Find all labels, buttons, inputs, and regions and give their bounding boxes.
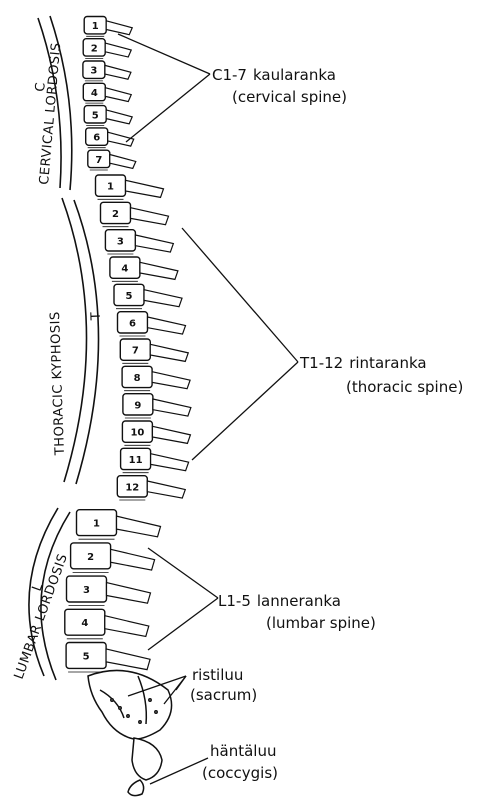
cervical-spinous-process-2 — [105, 43, 131, 57]
thoracic-spinous-process-4 — [140, 262, 178, 279]
thoracic-vertebra-2: 2 — [101, 202, 169, 226]
cervical-vertebra-2: 2 — [83, 39, 131, 59]
thoracic-vertebra-number-8: 8 — [134, 373, 141, 384]
thoracic-spinous-process-5 — [144, 290, 182, 307]
lumbar-range: L1-5 — [218, 592, 251, 610]
lumbar-spinous-process-5 — [106, 649, 150, 670]
cervical-vertebra-number-4: 4 — [91, 88, 98, 99]
thoracic-vertebra-1: 1 — [96, 175, 164, 199]
coccyx-bone — [128, 738, 162, 796]
cervical-spinous-process-7 — [110, 155, 136, 169]
thoracic-vertebra-number-4: 4 — [121, 264, 128, 275]
thoracic-vertebra-6: 6 — [118, 312, 186, 336]
thoracic-vertebra-number-7: 7 — [132, 346, 139, 357]
thoracic-spinous-process-8 — [152, 372, 190, 389]
thoracic-range-label: T1-12 rintaranka — [299, 354, 427, 372]
thoracic-letter: T — [89, 311, 104, 321]
thoracic-spinous-process-11 — [151, 454, 189, 471]
cervical-vertebra-5: 5 — [84, 106, 132, 126]
thoracic-latin: (thoracic spine) — [346, 378, 463, 396]
thoracic-name: rintaranka — [349, 354, 426, 372]
cervical-vertebra-6: 6 — [86, 128, 134, 148]
cervical-letter: C — [33, 81, 49, 92]
lumbar-latin: (lumbar spine) — [266, 614, 376, 632]
lumbar-spinous-process-3 — [107, 583, 151, 604]
lumbar-vertebra-2: 2 — [71, 543, 155, 573]
lumbar-vertebra-4: 4 — [65, 609, 149, 639]
coccyx-latin: (coccygis) — [202, 764, 278, 782]
thoracic-spinous-process-2 — [131, 208, 169, 225]
thoracic-vertebra-8: 8 — [122, 366, 190, 390]
cervical-vertebra-number-6: 6 — [93, 133, 100, 144]
thoracic-vertebra-4: 4 — [110, 257, 178, 281]
thoracic-spinous-process-6 — [148, 317, 186, 334]
thoracic-spinous-process-10 — [152, 426, 190, 443]
lumbar-vertebra-3: 3 — [67, 576, 151, 606]
lumbar-vertebra-number-4: 4 — [81, 618, 88, 629]
cervical-spinous-process-4 — [105, 88, 131, 102]
lumbar-spinous-process-4 — [105, 616, 149, 637]
lumbar-spinous-process-1 — [117, 516, 161, 537]
cervical-name: kaularanka — [253, 66, 336, 84]
lumbar-spinous-process-2 — [111, 549, 155, 570]
lumbar-vertebra-number-2: 2 — [87, 552, 94, 563]
cervical-vertebra-number-1: 1 — [92, 21, 99, 32]
thoracic-vertebra-7: 7 — [120, 339, 188, 363]
thoracic-vertebra-12: 12 — [117, 476, 185, 500]
lumbar-lordosis-label: LUMBAR LORDOSIS — [12, 552, 71, 682]
thoracic-spinous-process-3 — [135, 235, 173, 252]
thoracic-vertebra-number-5: 5 — [126, 291, 133, 302]
thoracic-vertebra-number-9: 9 — [134, 400, 141, 411]
cervical-latin: (cervical spine) — [232, 88, 347, 106]
cervical-vertebra-number-7: 7 — [95, 155, 102, 166]
lumbar-letter: L — [30, 581, 47, 594]
lumbar-vertebra-number-3: 3 — [83, 585, 90, 596]
cervical-vertebra-number-3: 3 — [90, 66, 97, 77]
lumbar-vertebra-number-1: 1 — [93, 519, 100, 530]
cervical-vertebra-1: 1 — [84, 17, 132, 37]
thoracic-vertebra-number-6: 6 — [129, 318, 136, 329]
thoracic-vertebra-number-1: 1 — [107, 182, 114, 193]
thoracic-vertebra-number-12: 12 — [125, 482, 139, 493]
sacrum-latin: (sacrum) — [190, 686, 257, 704]
thoracic-range: T1-12 — [299, 354, 343, 372]
cervical-vertebra-number-5: 5 — [92, 110, 99, 121]
lumbar-name: lanneranka — [257, 592, 341, 610]
thoracic-spinous-process-12 — [147, 481, 185, 498]
thoracic-vertebra-number-11: 11 — [129, 455, 143, 466]
cervical-spinous-process-5 — [106, 110, 132, 124]
thoracic-vertebra-10: 10 — [122, 421, 190, 445]
cervical-spinous-process-3 — [105, 65, 131, 79]
thoracic-vertebra-number-10: 10 — [130, 428, 144, 439]
thoracic-vertebra-11: 11 — [121, 448, 189, 472]
cervical-vertebra-number-2: 2 — [91, 43, 98, 54]
lumbar-range-label: L1-5 lanneranka — [218, 592, 341, 610]
lumbar-vertebra-number-5: 5 — [83, 651, 90, 662]
thoracic-kyphosis-label: THORACIC KYPHOSIS — [48, 311, 68, 456]
thoracic-spinous-process-7 — [150, 344, 188, 361]
lumbar-vertebra-5: 5 — [66, 643, 150, 673]
thoracic-vertebra-number-2: 2 — [112, 209, 119, 220]
thoracic-vertebra-number-3: 3 — [117, 236, 124, 247]
cervical-vertebra-4: 4 — [83, 83, 131, 103]
thoracic-vertebra-3: 3 — [105, 230, 173, 254]
cervical-range: C1-7 — [212, 66, 247, 84]
cervical-vertebra-7: 7 — [88, 150, 136, 170]
cervical-vertebra-3: 3 — [83, 61, 131, 81]
thoracic-spinous-process-1 — [126, 180, 164, 197]
cervical-range-label: C1-7 kaularanka — [212, 66, 336, 84]
coccyx-name: häntäluu — [210, 742, 276, 760]
sacrum-bone — [88, 670, 172, 739]
thoracic-vertebra-5: 5 — [114, 284, 182, 308]
cervical-spinous-process-1 — [106, 21, 132, 35]
thoracic-spinous-process-9 — [153, 399, 191, 416]
thoracic-vertebra-9: 9 — [123, 394, 191, 418]
sacrum-name: ristiluu — [192, 666, 243, 684]
lumbar-vertebra-1: 1 — [77, 510, 161, 540]
